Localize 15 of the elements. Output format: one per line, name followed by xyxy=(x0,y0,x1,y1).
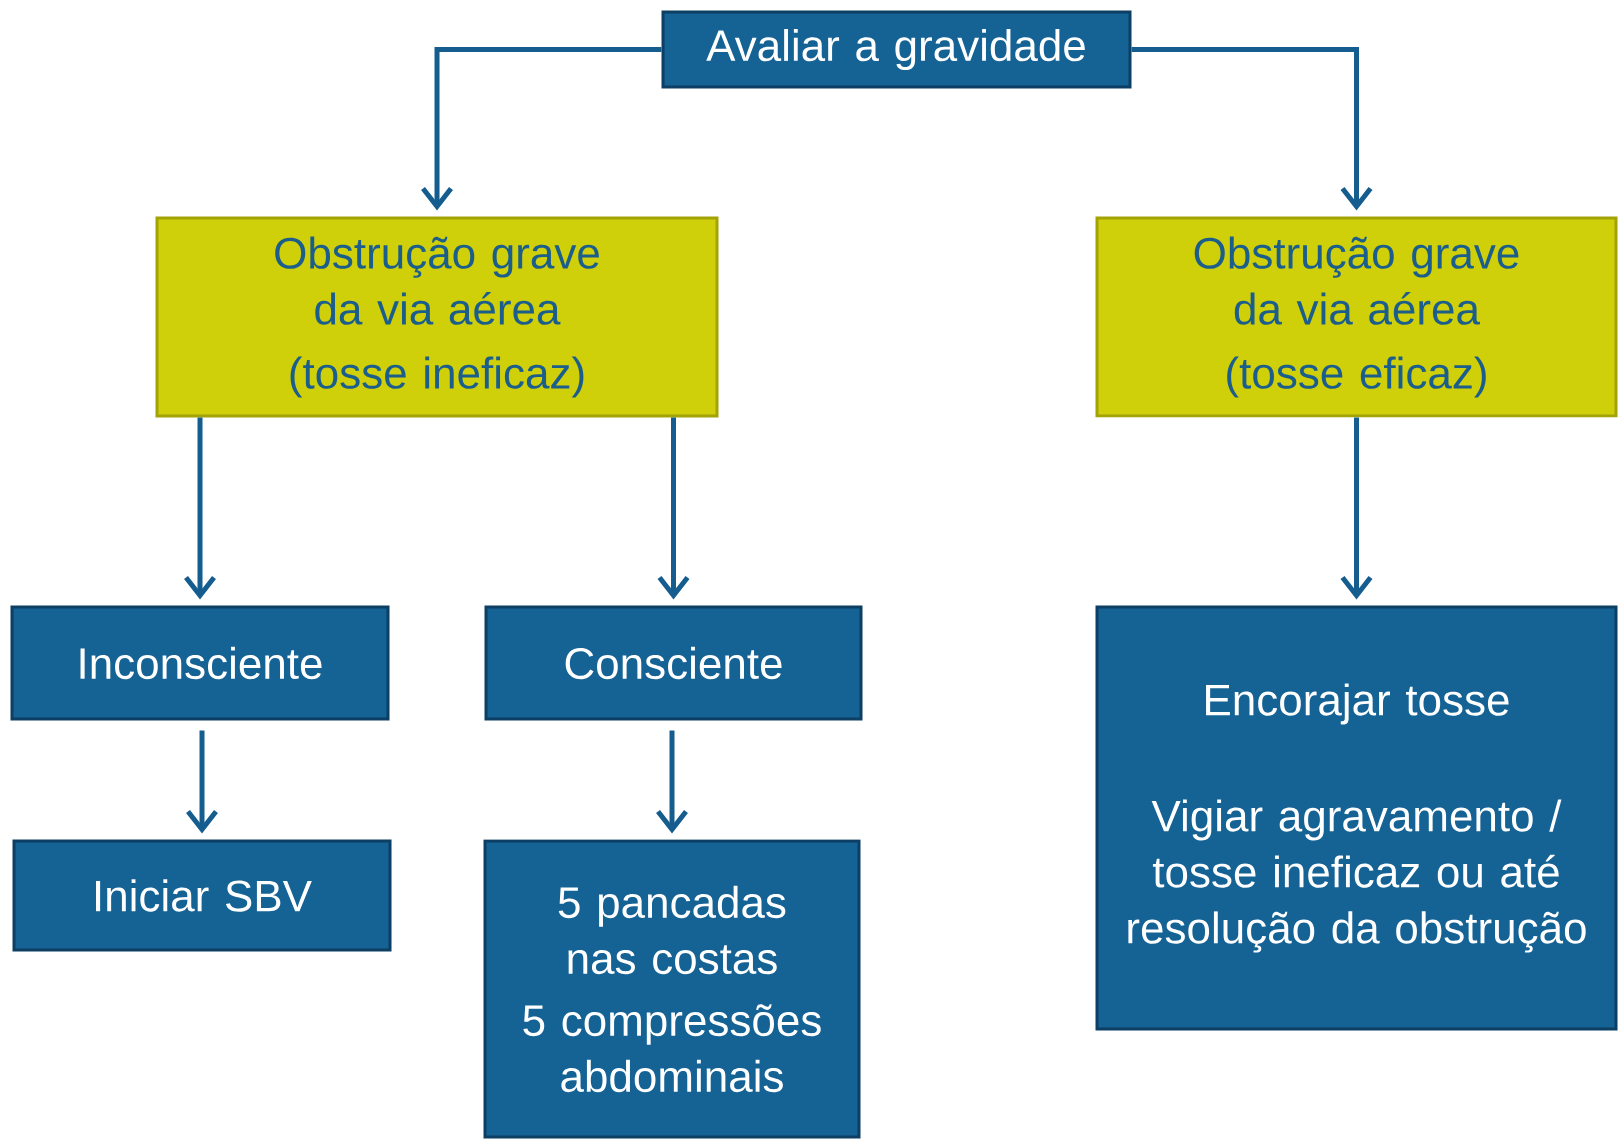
process-box: 5 pancadas nas costas 5 compressões abdominais xyxy=(483,839,861,1139)
process-box: Encorajar tosse Vigiar agravamento / tosse ineficaz ou até resolução da obstrução xyxy=(1095,605,1618,1031)
process-box: Obstrução grave da via aérea (tosse eficaz) xyxy=(1095,216,1618,418)
arrow xyxy=(656,730,688,834)
arrow xyxy=(184,417,216,600)
arrow xyxy=(186,730,218,834)
arrow xyxy=(657,417,690,600)
arrow xyxy=(1340,417,1373,600)
process-box: Inconsciente xyxy=(10,605,390,721)
process-box: Obstrução grave da via aérea (tosse ineficaz) xyxy=(155,216,719,418)
process-box: Iniciar SBV xyxy=(12,839,392,952)
process-box: Avaliar a gravidade xyxy=(661,10,1132,89)
arrow xyxy=(1131,47,1373,211)
arrow xyxy=(421,47,662,211)
process-box: Consciente xyxy=(484,605,863,721)
